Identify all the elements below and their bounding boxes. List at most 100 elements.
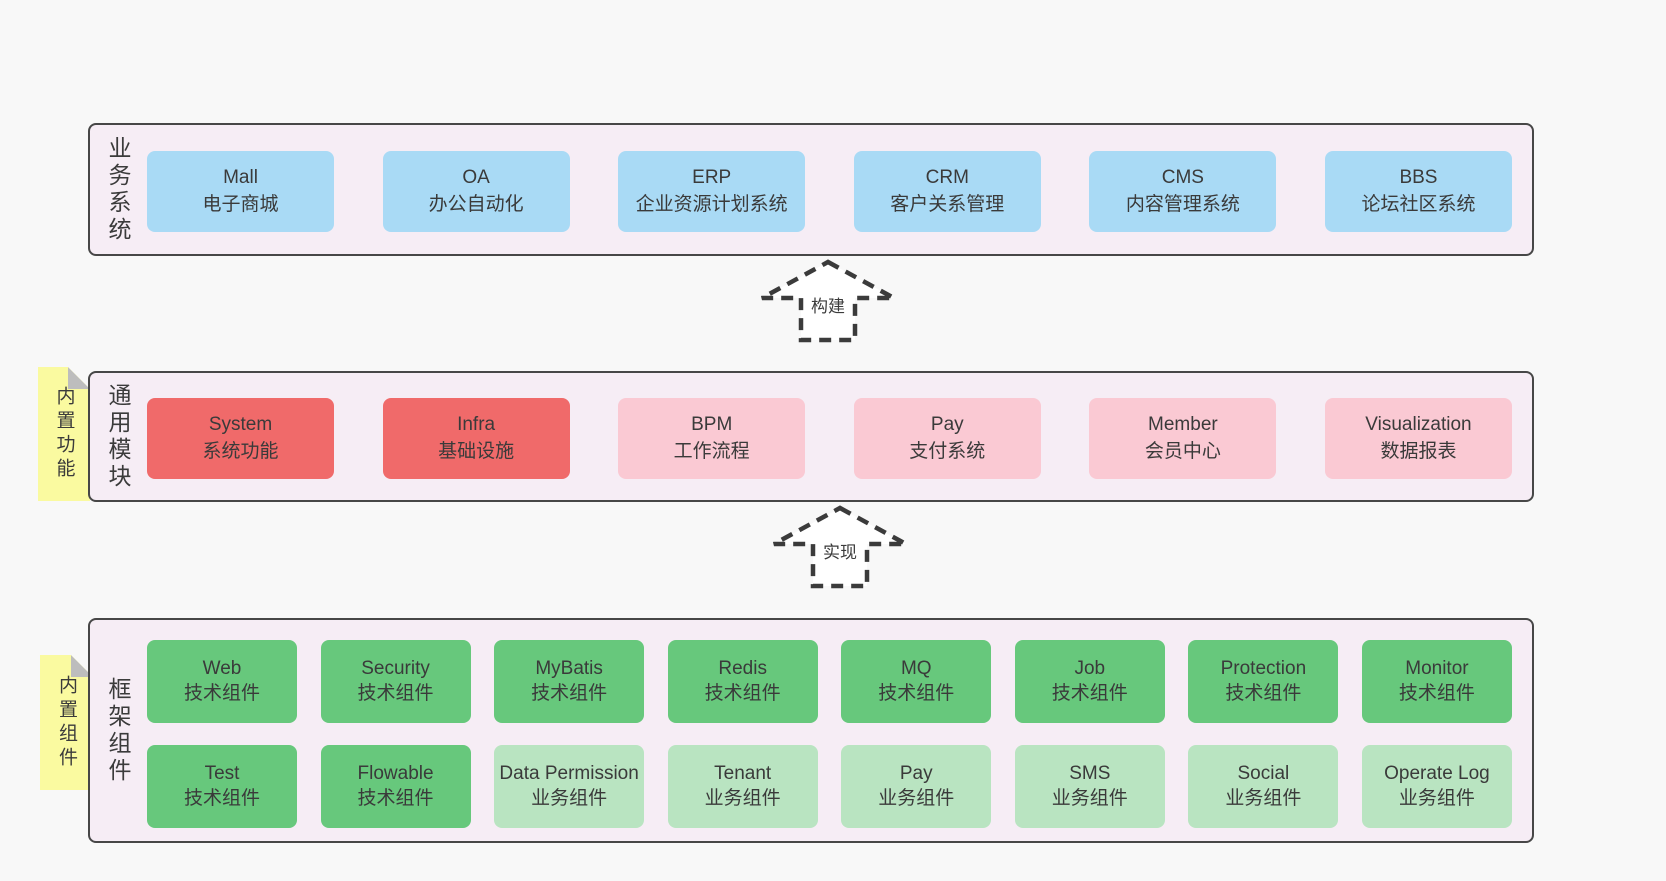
box-desc: 业务组件: [878, 787, 955, 809]
box-tenant: Tenant 业务组件: [667, 745, 818, 828]
sticky-tag-builtin-components: 内置组件: [40, 655, 93, 790]
box-title: Flowable: [357, 762, 434, 784]
section-business-systems: 业务系统 Mall 电子商城 OA 办公自动化 ERP 企业资源计划系统 CRM…: [88, 123, 1534, 256]
arrow-build: 构建: [758, 259, 898, 343]
box-title: SMS: [1069, 762, 1111, 784]
box-system: System 系统功能: [147, 398, 334, 479]
section-components-label: 框架组件: [105, 676, 131, 785]
box-desc: 业务组件: [1225, 787, 1302, 809]
business-box-row: Mall 电子商城 OA 办公自动化 ERP 企业资源计划系统 CRM 客户关系…: [147, 151, 1512, 232]
box-title: Visualization: [1365, 414, 1472, 436]
box-title: Mall: [223, 167, 258, 189]
box-desc: 系统功能: [202, 440, 279, 462]
box-title: Social: [1237, 762, 1290, 784]
sticky-tag-builtin-features: 内置功能: [38, 367, 90, 501]
box-desc: 技术组件: [183, 787, 260, 809]
box-desc: 技术组件: [878, 682, 955, 704]
box-title: BPM: [691, 414, 733, 436]
box-desc: 业务组件: [704, 787, 781, 809]
box-visualization: Visualization 数据报表: [1324, 398, 1512, 479]
box-title: Member: [1148, 414, 1218, 436]
box-desc: 技术组件: [357, 787, 434, 809]
box-desc: 会员中心: [1144, 440, 1221, 462]
box-crm: CRM 客户关系管理: [853, 151, 1041, 232]
box-desc: 业务组件: [531, 787, 608, 809]
box-title: BBS: [1399, 167, 1438, 189]
components-box-row-1: Web 技术组件 Security 技术组件 MyBatis 技术组件 Redi…: [147, 640, 1512, 723]
box-desc: 技术组件: [1225, 682, 1302, 704]
arrow-implement: 实现: [770, 505, 910, 589]
section-common-modules: 通用模块 System 系统功能 Infra 基础设施 BPM 工作流程 Pay…: [88, 371, 1534, 502]
box-desc: 办公自动化: [428, 193, 524, 215]
box-desc: 支付系统: [909, 440, 986, 462]
box-desc: 技术组件: [183, 682, 260, 704]
box-desc: 技术组件: [1051, 682, 1128, 704]
box-title: CMS: [1161, 167, 1204, 189]
box-title: Tenant: [714, 762, 772, 784]
box-desc: 内容管理系统: [1125, 193, 1240, 215]
tag-label: 内置组件: [56, 674, 77, 771]
section-business-label: 业务系统: [105, 135, 131, 244]
box-desc: 业务组件: [1051, 787, 1128, 809]
modules-box-row: System 系统功能 Infra 基础设施 BPM 工作流程 Pay 支付系统…: [147, 398, 1512, 479]
box-title: Monitor: [1405, 657, 1469, 679]
box-title: MQ: [900, 657, 932, 679]
box-desc: 论坛社区系统: [1361, 193, 1476, 215]
box-desc: 电子商城: [202, 193, 279, 215]
box-pay-module: Pay 支付系统: [853, 398, 1041, 479]
section-framework-components: 框架组件 Web 技术组件 Security 技术组件 MyBatis 技术组件…: [88, 618, 1534, 843]
box-oa: OA 办公自动化: [382, 151, 570, 232]
box-desc: 企业资源计划系统: [635, 193, 788, 215]
box-bbs: BBS 论坛社区系统: [1324, 151, 1512, 232]
box-job: Job 技术组件: [1014, 640, 1165, 723]
box-member: Member 会员中心: [1089, 398, 1277, 479]
box-title: Pay: [899, 762, 933, 784]
box-data-permission: Data Permission 业务组件: [494, 745, 645, 828]
box-desc: 技术组件: [704, 682, 781, 704]
box-redis: Redis 技术组件: [667, 640, 818, 723]
box-desc: 客户关系管理: [890, 193, 1005, 215]
box-web: Web 技术组件: [147, 640, 297, 723]
box-desc: 技术组件: [1398, 682, 1475, 704]
box-title: Test: [204, 762, 240, 784]
box-title: OA: [462, 167, 490, 189]
box-title: Pay: [930, 414, 964, 436]
box-desc: 基础设施: [438, 440, 515, 462]
box-mq: MQ 技术组件: [841, 640, 992, 723]
box-cms: CMS 内容管理系统: [1089, 151, 1277, 232]
box-protection: Protection 技术组件: [1188, 640, 1339, 723]
box-desc: 技术组件: [357, 682, 434, 704]
tag-label: 内置功能: [53, 386, 75, 482]
box-desc: 工作流程: [673, 440, 750, 462]
box-infra: Infra 基础设施: [382, 398, 570, 479]
box-pay-component: Pay 业务组件: [841, 745, 992, 828]
box-operate-log: Operate Log 业务组件: [1361, 745, 1512, 828]
components-box-row-2: Test 技术组件 Flowable 技术组件 Data Permission …: [147, 745, 1512, 828]
box-title: Web: [202, 657, 242, 679]
box-title: MyBatis: [535, 657, 603, 679]
box-title: Security: [361, 657, 430, 679]
box-title: Redis: [718, 657, 767, 679]
box-title: Infra: [457, 414, 496, 436]
box-monitor: Monitor 技术组件: [1361, 640, 1512, 723]
box-mybatis: MyBatis 技术组件: [494, 640, 645, 723]
box-erp: ERP 企业资源计划系统: [618, 151, 806, 232]
arrow-implement-label: 实现: [821, 543, 859, 564]
box-security: Security 技术组件: [320, 640, 471, 723]
box-title: Job: [1074, 657, 1106, 679]
box-title: Operate Log: [1384, 762, 1490, 784]
box-flowable: Flowable 技术组件: [320, 745, 471, 828]
box-title: ERP: [692, 167, 732, 189]
box-title: Data Permission: [499, 762, 639, 784]
box-desc: 技术组件: [531, 682, 608, 704]
box-test: Test 技术组件: [147, 745, 297, 828]
box-mall: Mall 电子商城: [147, 151, 334, 232]
arrow-build-label: 构建: [809, 297, 847, 318]
box-sms: SMS 业务组件: [1014, 745, 1165, 828]
section-modules-label: 通用模块: [105, 382, 131, 491]
box-social: Social 业务组件: [1188, 745, 1339, 828]
box-desc: 业务组件: [1398, 787, 1475, 809]
box-title: System: [208, 414, 273, 436]
box-title: CRM: [925, 167, 969, 189]
